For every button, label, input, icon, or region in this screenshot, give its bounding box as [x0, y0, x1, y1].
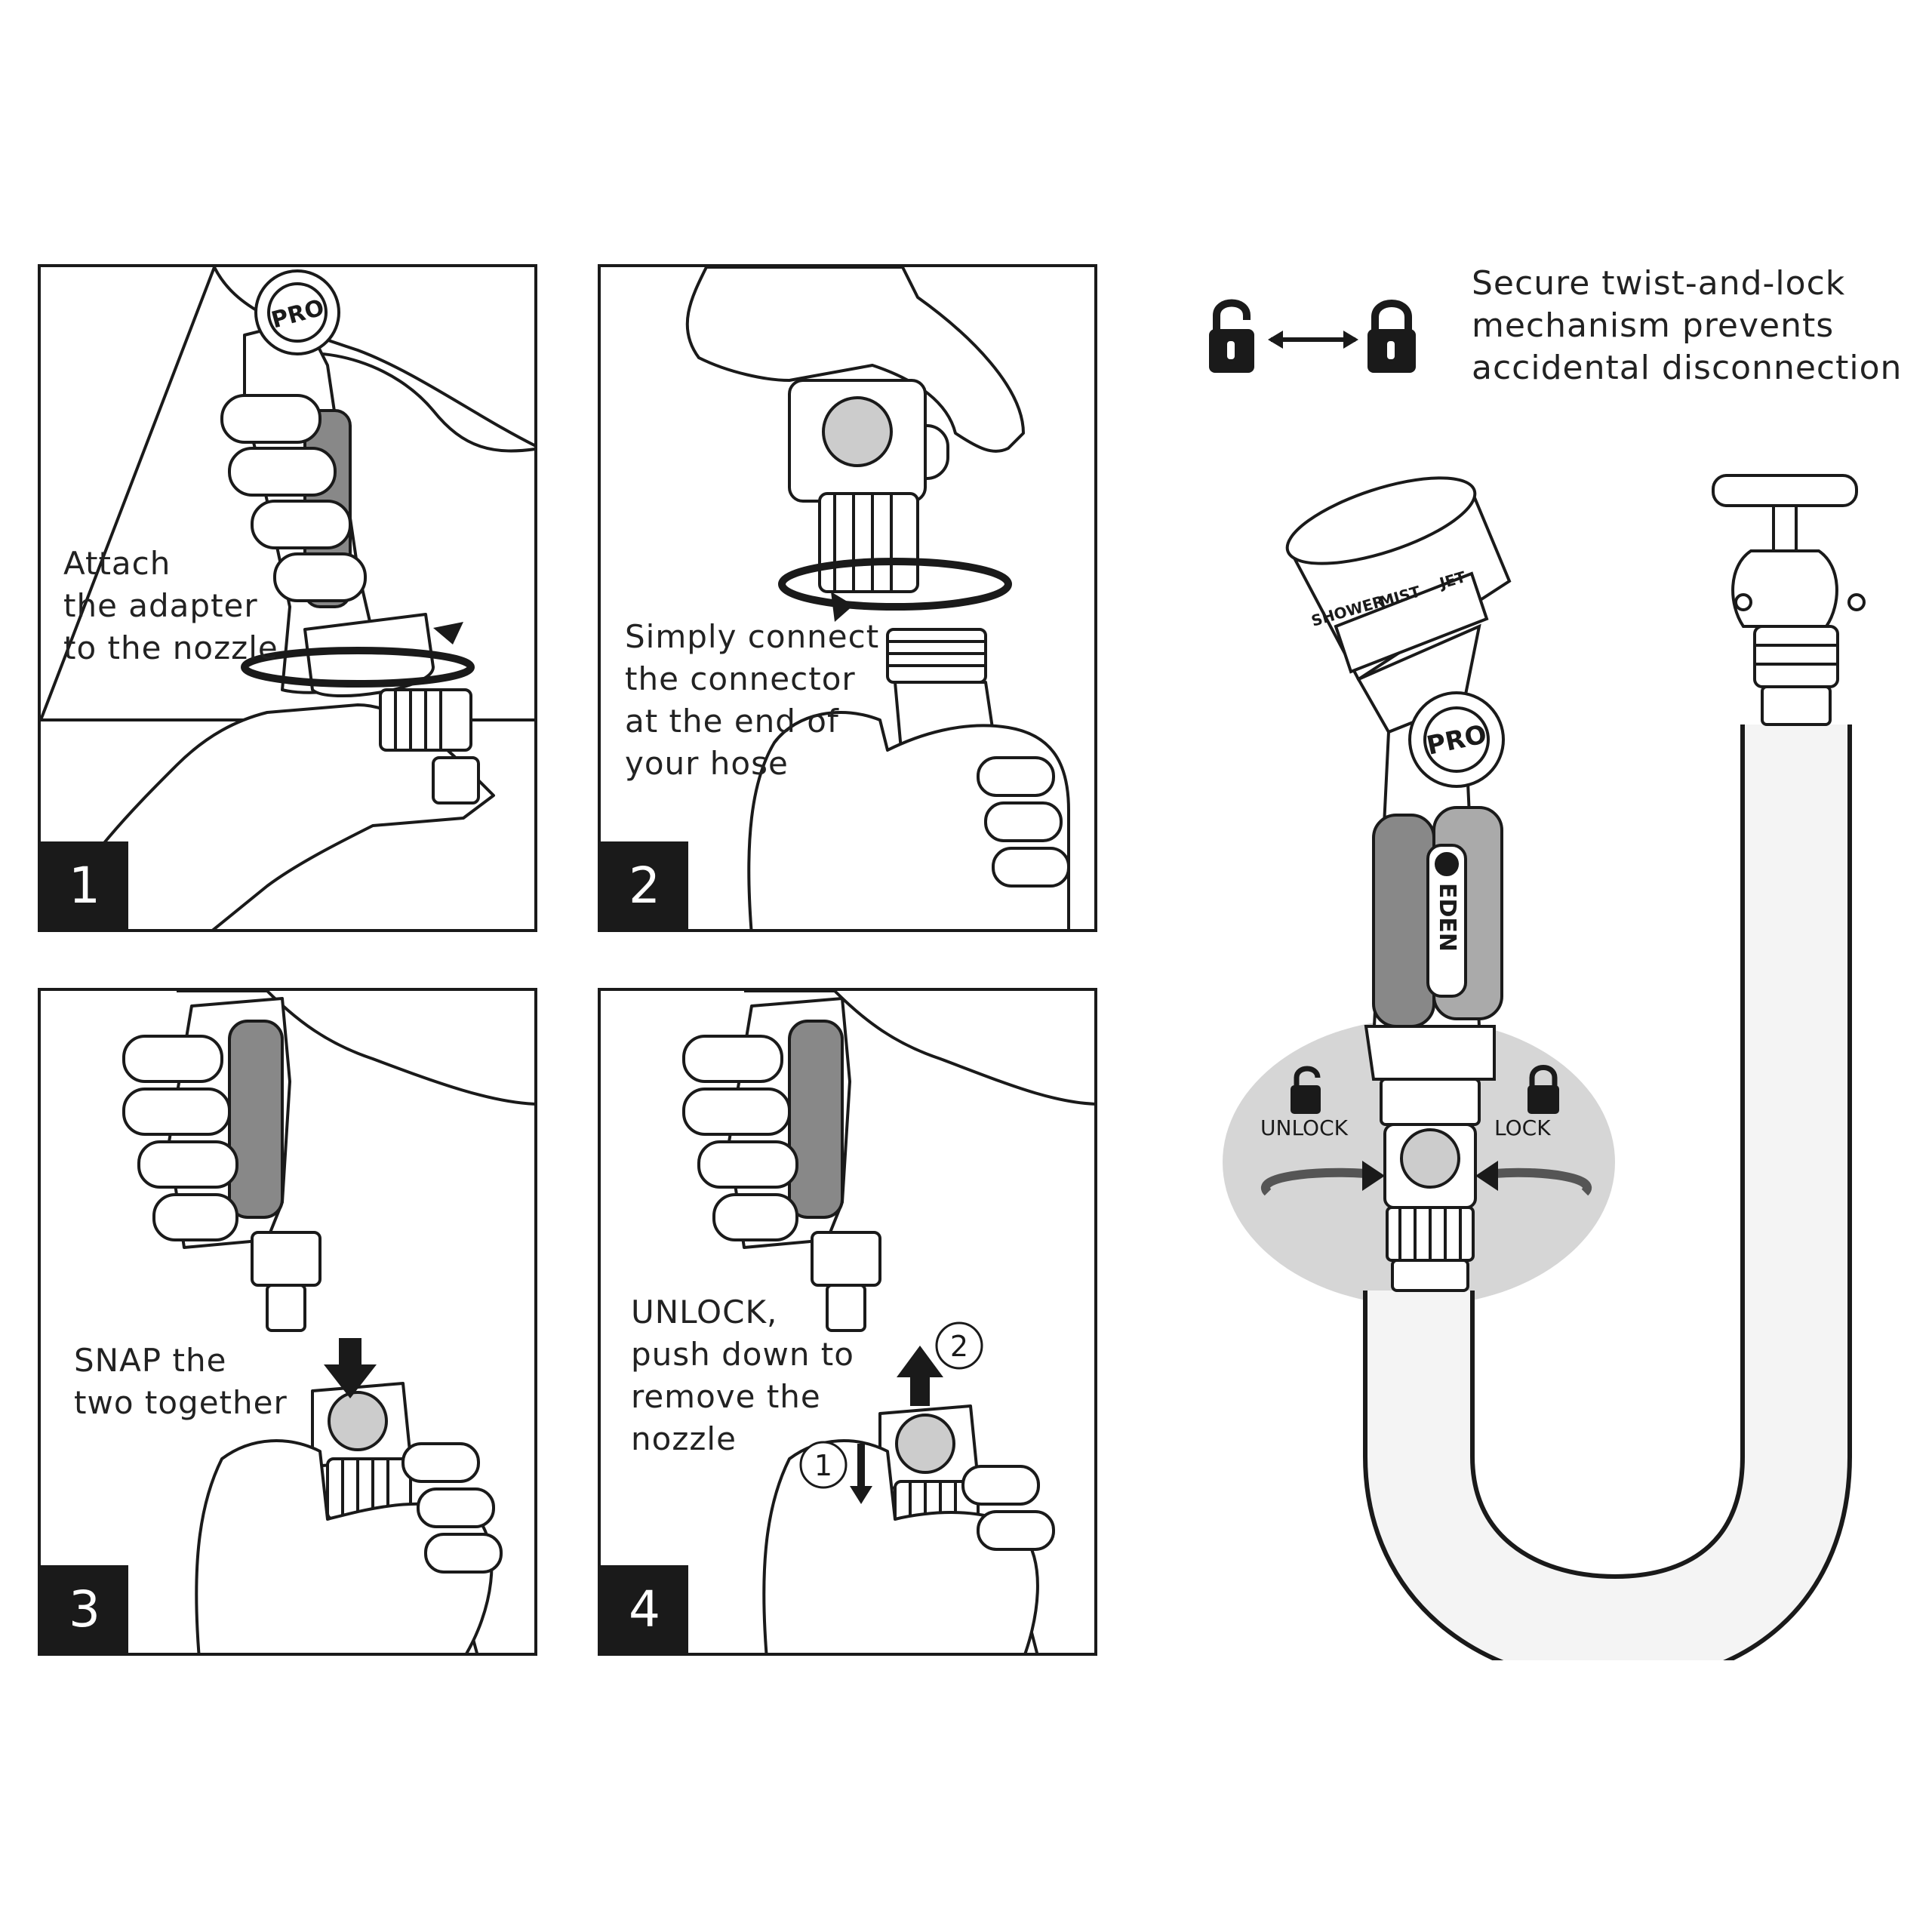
step-4-illustration: 1 2	[682, 991, 1094, 1653]
lock-label: LOCK	[1494, 1115, 1551, 1140]
lock-padlock-icon	[1527, 1065, 1559, 1114]
marker-1-label: 1	[814, 1449, 832, 1482]
caption-line: UNLOCK,	[631, 1294, 778, 1331]
caption-line: the connector	[625, 660, 856, 697]
caption-line: SNAP the	[74, 1342, 227, 1379]
mechanism-line: mechanism prevents	[1472, 306, 1835, 345]
step-3-illustration	[122, 991, 534, 1653]
double-arrow-icon	[1268, 331, 1358, 349]
step-4-marker-2	[935, 1321, 983, 1370]
caption-line: to the nozzle	[63, 629, 278, 666]
locked-padlock-icon	[1367, 300, 1416, 373]
step-2-panel: Simply connect the connector at the end …	[598, 264, 1097, 932]
step-2-caption: Simply connect the connector at the end …	[625, 616, 879, 785]
step-2-illustration	[685, 267, 1070, 929]
caption-line: remove the	[631, 1378, 821, 1415]
lock-mechanism-icons	[1209, 299, 1416, 373]
water-spigot	[1712, 474, 1866, 726]
caption-line: Attach	[63, 545, 171, 582]
step-1-caption: Attach the adapter to the nozzle	[63, 543, 278, 669]
step-4-number: 4	[601, 1565, 688, 1653]
eden-brand: EDEN	[1434, 883, 1460, 952]
caption-line: two together	[74, 1384, 288, 1421]
step-3-number: 3	[41, 1565, 128, 1653]
step-1-panel: PRO Attach the adapter to the nozzle	[38, 264, 537, 932]
caption-line: your hose	[625, 745, 789, 782]
mechanism-description: Secure twist-and-lock mechanism prevents…	[1472, 263, 1902, 389]
step-4-caption: UNLOCK, push down to remove the nozzle	[631, 1291, 854, 1460]
step-2-number: 2	[601, 841, 688, 929]
caption-line: at the end of	[625, 703, 839, 740]
step-4-marker-1	[799, 1441, 848, 1489]
caption-line: the adapter	[63, 587, 258, 624]
spray-nozzle: PRO EDEN	[1285, 476, 1512, 1292]
nozzle-hose-illustration: PRO EDEN SHOWER MIST JET	[1223, 474, 1866, 1660]
twist-arrow-left-icon	[1261, 1161, 1385, 1196]
mechanism-line: accidental disconnection	[1472, 349, 1903, 387]
step-1-illustration: PRO	[41, 267, 534, 929]
step-4-panel: 1 2 UNLOCK, push down to remove the nozz…	[598, 988, 1097, 1656]
unlocked-padlock-icon	[1209, 299, 1254, 373]
step-3-panel: SNAP the two together 3	[38, 988, 537, 1656]
caption-line: push down to	[631, 1336, 854, 1373]
unlock-padlock-icon	[1291, 1066, 1321, 1114]
mechanism-line: Secure twist-and-lock	[1472, 264, 1846, 303]
caption-line: Simply connect	[625, 618, 880, 655]
caption-line: nozzle	[631, 1420, 737, 1457]
unlock-label: UNLOCK	[1260, 1115, 1348, 1140]
marker-2-label: 2	[950, 1330, 968, 1363]
step-3-caption: SNAP the two together	[74, 1340, 288, 1424]
twist-arrow-right-icon	[1475, 1161, 1592, 1196]
step-1-number: 1	[41, 841, 128, 929]
